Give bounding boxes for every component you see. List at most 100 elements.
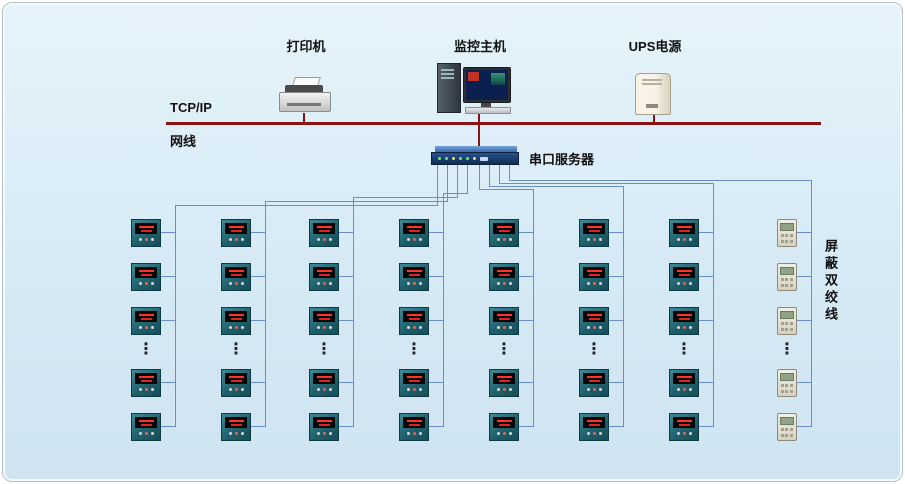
wire bbox=[609, 232, 623, 233]
wire bbox=[699, 276, 713, 277]
power-meter bbox=[221, 307, 251, 335]
wire bbox=[339, 426, 353, 427]
twisted-pair-label: 屏蔽双绞线 bbox=[823, 239, 838, 324]
meter-buttons bbox=[580, 326, 608, 329]
serial-server-front bbox=[431, 152, 519, 165]
wire bbox=[519, 382, 533, 383]
meter-buttons bbox=[222, 282, 250, 285]
wire bbox=[519, 320, 533, 321]
meter-buttons bbox=[490, 238, 518, 241]
wire bbox=[339, 276, 353, 277]
meter-display bbox=[673, 311, 695, 322]
meter-buttons bbox=[490, 432, 518, 435]
wire bbox=[251, 426, 265, 427]
wire bbox=[811, 180, 812, 427]
power-meter bbox=[669, 413, 699, 441]
meter-buttons bbox=[132, 388, 160, 391]
energy-meter bbox=[777, 263, 797, 291]
meter-display bbox=[403, 373, 425, 384]
power-meter bbox=[399, 307, 429, 335]
ellipsis-more-devices: ⋮ bbox=[676, 341, 692, 358]
ups-body bbox=[635, 73, 671, 115]
ups-icon bbox=[635, 73, 671, 115]
meter-buttons bbox=[132, 326, 160, 329]
meter-buttons bbox=[670, 432, 698, 435]
power-meter bbox=[399, 369, 429, 397]
meter-display bbox=[583, 267, 605, 278]
wire bbox=[161, 276, 175, 277]
meter-display bbox=[313, 311, 335, 322]
meter-display bbox=[583, 311, 605, 322]
wire bbox=[429, 382, 443, 383]
power-meter bbox=[309, 369, 339, 397]
meter-buttons bbox=[490, 282, 518, 285]
wire bbox=[797, 426, 811, 427]
pc-keyboard bbox=[465, 107, 511, 114]
wire bbox=[175, 205, 176, 427]
power-meter bbox=[399, 263, 429, 291]
wire bbox=[251, 320, 265, 321]
wire bbox=[519, 276, 533, 277]
energy-meter-lcd bbox=[780, 373, 794, 381]
meter-buttons bbox=[580, 432, 608, 435]
power-meter bbox=[669, 307, 699, 335]
power-meter bbox=[131, 219, 161, 247]
energy-meter bbox=[777, 307, 797, 335]
meter-buttons bbox=[310, 388, 338, 391]
wire bbox=[429, 276, 443, 277]
meter-display bbox=[673, 267, 695, 278]
meter-display bbox=[673, 373, 695, 384]
host-to-server-wire bbox=[478, 125, 480, 148]
wire bbox=[609, 426, 623, 427]
serial-server-label: 串口服务器 bbox=[529, 152, 595, 167]
wire bbox=[499, 165, 500, 183]
monitoring-host-icon bbox=[437, 61, 517, 115]
meter-display bbox=[403, 267, 425, 278]
wire bbox=[609, 382, 623, 383]
meter-display bbox=[135, 223, 157, 234]
power-meter bbox=[579, 263, 609, 291]
meter-display bbox=[225, 223, 247, 234]
meter-display bbox=[493, 373, 515, 384]
power-meter bbox=[131, 413, 161, 441]
wire bbox=[519, 232, 533, 233]
meter-display bbox=[493, 417, 515, 428]
wire bbox=[509, 165, 510, 180]
meter-display bbox=[225, 267, 247, 278]
meter-buttons bbox=[490, 388, 518, 391]
meter-buttons bbox=[670, 388, 698, 391]
power-meter bbox=[579, 369, 609, 397]
power-meter bbox=[669, 263, 699, 291]
meter-display bbox=[225, 311, 247, 322]
wire bbox=[609, 276, 623, 277]
wire bbox=[699, 320, 713, 321]
meter-display bbox=[135, 311, 157, 322]
wire bbox=[437, 165, 438, 205]
power-meter bbox=[489, 307, 519, 335]
meter-buttons bbox=[400, 238, 428, 241]
power-meter bbox=[221, 219, 251, 247]
wire bbox=[251, 382, 265, 383]
wire bbox=[489, 186, 624, 187]
wire bbox=[499, 183, 714, 184]
power-meter bbox=[131, 263, 161, 291]
meter-buttons bbox=[670, 282, 698, 285]
power-meter bbox=[309, 219, 339, 247]
meter-buttons bbox=[222, 326, 250, 329]
energy-meter-keypad bbox=[780, 278, 794, 289]
host-drop-wire bbox=[478, 111, 480, 123]
energy-meter bbox=[777, 413, 797, 441]
ellipsis-more-devices: ⋮ bbox=[138, 341, 154, 358]
meter-buttons bbox=[400, 326, 428, 329]
wire bbox=[429, 426, 443, 427]
pc-monitor-stand bbox=[481, 103, 491, 107]
wire bbox=[623, 186, 624, 427]
printer-top bbox=[285, 85, 323, 94]
pc-screen bbox=[466, 70, 508, 100]
serial-server-top bbox=[435, 146, 517, 152]
meter-buttons bbox=[222, 388, 250, 391]
pc-monitor bbox=[463, 67, 511, 103]
ellipsis-more-devices: ⋮ bbox=[496, 341, 512, 358]
wire bbox=[797, 320, 811, 321]
printer-body bbox=[279, 92, 331, 112]
